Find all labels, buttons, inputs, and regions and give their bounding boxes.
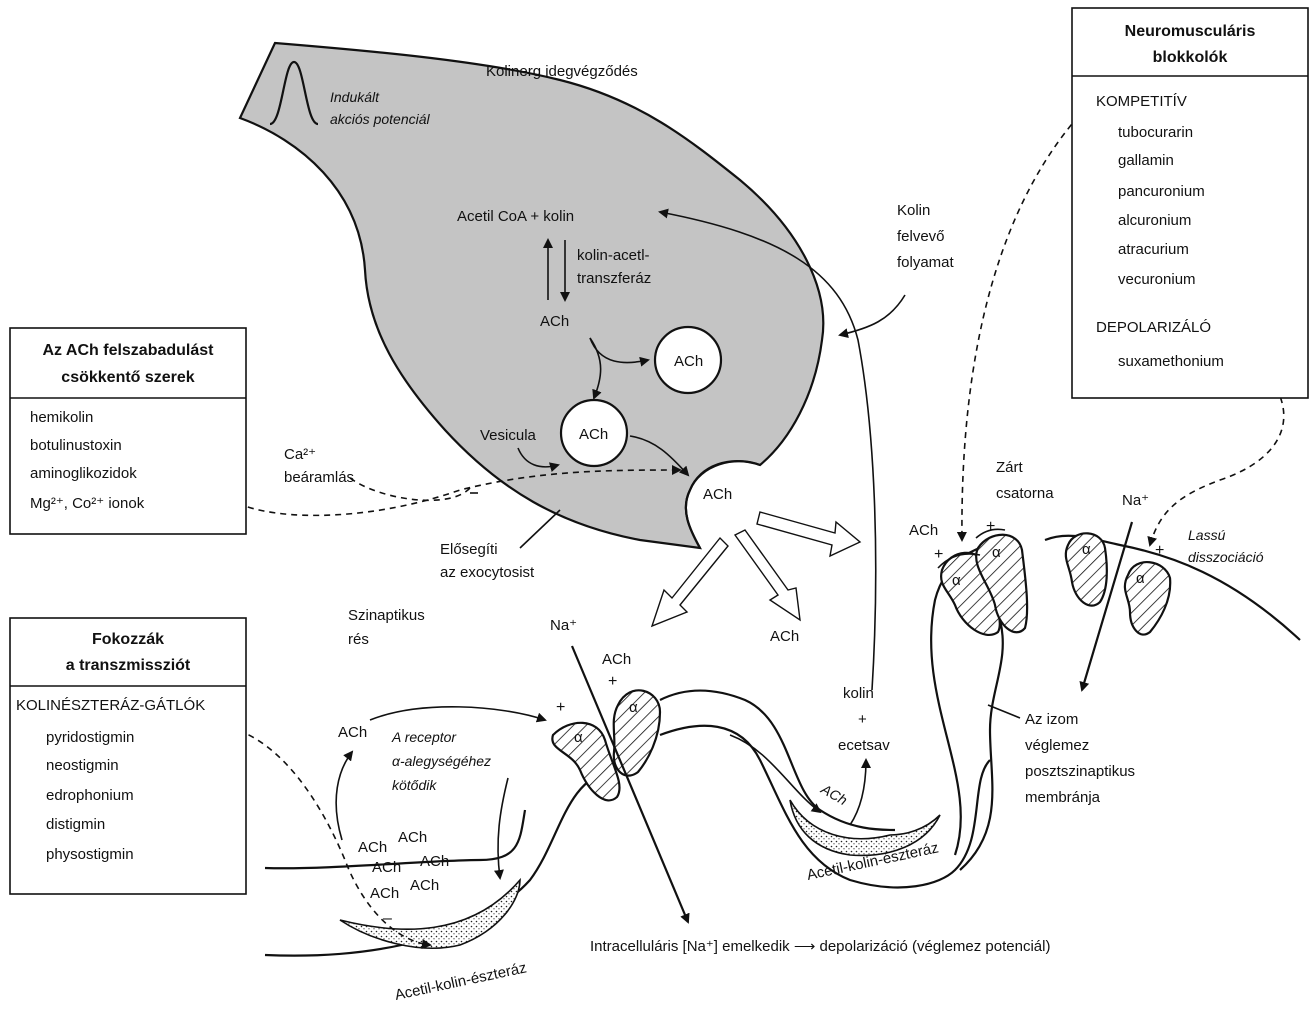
svg-text:felvevő: felvevő	[897, 228, 945, 245]
svg-text:véglemez: véglemez	[1025, 737, 1089, 754]
svg-text:+: +	[556, 699, 565, 716]
svg-text:Fokozzák: Fokozzák	[92, 631, 164, 648]
svg-text:alcuronium: alcuronium	[1118, 212, 1191, 229]
svg-text:ACh: ACh	[540, 313, 569, 330]
svg-text:ACh: ACh	[372, 859, 401, 876]
svg-text:Az ACh felszabadulást: Az ACh felszabadulást	[43, 342, 215, 359]
svg-text:Kolin: Kolin	[897, 202, 930, 219]
svg-text:az exocytosist: az exocytosist	[440, 564, 535, 581]
svg-text:+: +	[858, 711, 867, 728]
svg-text:α: α	[574, 729, 583, 746]
svg-text:disszociáció: disszociáció	[1188, 549, 1264, 565]
svg-text:ACh: ACh	[703, 486, 732, 503]
svg-text:+: +	[1155, 542, 1164, 559]
svg-text:ACh: ACh	[338, 724, 367, 741]
svg-text:rés: rés	[348, 631, 369, 648]
svg-text:+: +	[934, 546, 943, 563]
svg-text:α: α	[1082, 541, 1091, 558]
svg-text:+: +	[608, 673, 617, 690]
svg-text:Az izom: Az izom	[1025, 711, 1078, 728]
svg-text:neostigmin: neostigmin	[46, 757, 119, 774]
svg-text:Zárt: Zárt	[996, 459, 1024, 476]
svg-text:csökkentő szerek: csökkentő szerek	[61, 369, 195, 386]
svg-text:ACh: ACh	[370, 885, 399, 902]
svg-text:tubocurarin: tubocurarin	[1118, 124, 1193, 141]
terminal-title: Kolinerg idegvégződés	[486, 63, 638, 80]
svg-text:+: +	[986, 518, 995, 535]
svg-text:suxamethonium: suxamethonium	[1118, 353, 1224, 370]
svg-text:kolin-acetl-: kolin-acetl-	[577, 247, 650, 264]
svg-text:Indukált: Indukált	[330, 89, 380, 105]
uptake-label: Kolin felvevő folyamat	[897, 202, 955, 271]
svg-text:KOMPETITÍV: KOMPETITÍV	[1096, 93, 1187, 110]
svg-text:ecetsav: ecetsav	[838, 737, 890, 754]
svg-text:posztszinaptikus: posztszinaptikus	[1025, 763, 1135, 780]
svg-text:α-alegységéhez: α-alegységéhez	[392, 753, 491, 769]
acetyl-coa-label: Acetil CoA + kolin	[457, 208, 574, 225]
release-arrow-right	[757, 512, 860, 556]
svg-text:ACh: ACh	[358, 839, 387, 856]
svg-text:edrophonium: edrophonium	[46, 787, 134, 804]
svg-text:A receptor: A receptor	[391, 729, 457, 745]
svg-text:Intracelluláris [Na⁺] emelkedi: Intracelluláris [Na⁺] emelkedik ⟶ depola…	[590, 938, 1050, 955]
svg-text:ACh: ACh	[674, 353, 703, 370]
svg-text:hemikolin: hemikolin	[30, 409, 93, 426]
svg-text:–: –	[383, 910, 392, 927]
svg-text:pancuronium: pancuronium	[1118, 183, 1205, 200]
svg-text:Mg²⁺, Co²⁺ ionok: Mg²⁺, Co²⁺ ionok	[30, 495, 145, 512]
svg-text:membránja: membránja	[1025, 789, 1101, 806]
svg-text:physostigmin: physostigmin	[46, 846, 134, 863]
svg-text:botulinustoxin: botulinustoxin	[30, 437, 122, 454]
receptor-alpha-right-4	[1125, 562, 1170, 634]
svg-text:ACh: ACh	[602, 651, 631, 668]
svg-text:akciós potenciál: akciós potenciál	[330, 111, 431, 127]
svg-text:kötődik: kötődik	[392, 777, 437, 793]
svg-text:α: α	[992, 544, 1001, 561]
release-arrow-down	[735, 530, 800, 620]
svg-text:ACh: ACh	[579, 426, 608, 443]
svg-text:kolin: kolin	[843, 685, 874, 702]
svg-text:a transzmissziót: a transzmissziót	[66, 657, 191, 674]
svg-text:ACh: ACh	[420, 853, 449, 870]
svg-text:Lassú: Lassú	[1188, 527, 1226, 543]
svg-text:Elősegíti: Elősegíti	[440, 541, 498, 558]
svg-text:Neuromusculáris: Neuromusculáris	[1125, 23, 1256, 40]
svg-text:α: α	[629, 699, 638, 716]
svg-text:csatorna: csatorna	[996, 485, 1054, 502]
svg-text:ACh: ACh	[398, 829, 427, 846]
svg-text:aminoglikozidok: aminoglikozidok	[30, 465, 137, 482]
svg-text:distigmin: distigmin	[46, 816, 105, 833]
svg-text:ACh: ACh	[770, 628, 799, 645]
svg-text:pyridostigmin: pyridostigmin	[46, 729, 134, 746]
svg-text:vecuronium: vecuronium	[1118, 271, 1196, 288]
cleft-label: Szinaptikus rés	[348, 607, 425, 648]
svg-text:α: α	[1136, 570, 1145, 587]
release-arrow-left	[652, 538, 728, 626]
svg-text:α: α	[952, 572, 961, 589]
svg-text:Ca²⁺: Ca²⁺	[284, 446, 316, 463]
svg-text:Na⁺: Na⁺	[550, 617, 577, 634]
svg-text:ACh: ACh	[818, 780, 851, 808]
svg-text:KOLINÉSZTERÁZ-GÁTLÓK: KOLINÉSZTERÁZ-GÁTLÓK	[16, 697, 205, 714]
svg-text:beáramlás: beáramlás	[284, 469, 354, 486]
svg-text:folyamat: folyamat	[897, 254, 955, 271]
box-nm-blockers	[1072, 8, 1308, 398]
svg-text:gallamin: gallamin	[1118, 152, 1174, 169]
svg-text:Szinaptikus: Szinaptikus	[348, 607, 425, 624]
svg-text:DEPOLARIZÁLÓ: DEPOLARIZÁLÓ	[1096, 319, 1211, 336]
svg-text:ACh: ACh	[909, 522, 938, 539]
svg-text:Na⁺: Na⁺	[1122, 492, 1149, 509]
svg-text:Acetil-kolin-észteráz: Acetil-kolin-észteráz	[393, 959, 528, 1004]
svg-text:transzferáz: transzferáz	[577, 270, 651, 287]
svg-text:atracurium: atracurium	[1118, 241, 1189, 258]
svg-text:blokkolók: blokkolók	[1153, 49, 1228, 66]
svg-text:Vesicula: Vesicula	[480, 427, 537, 444]
svg-text:ACh: ACh	[410, 877, 439, 894]
